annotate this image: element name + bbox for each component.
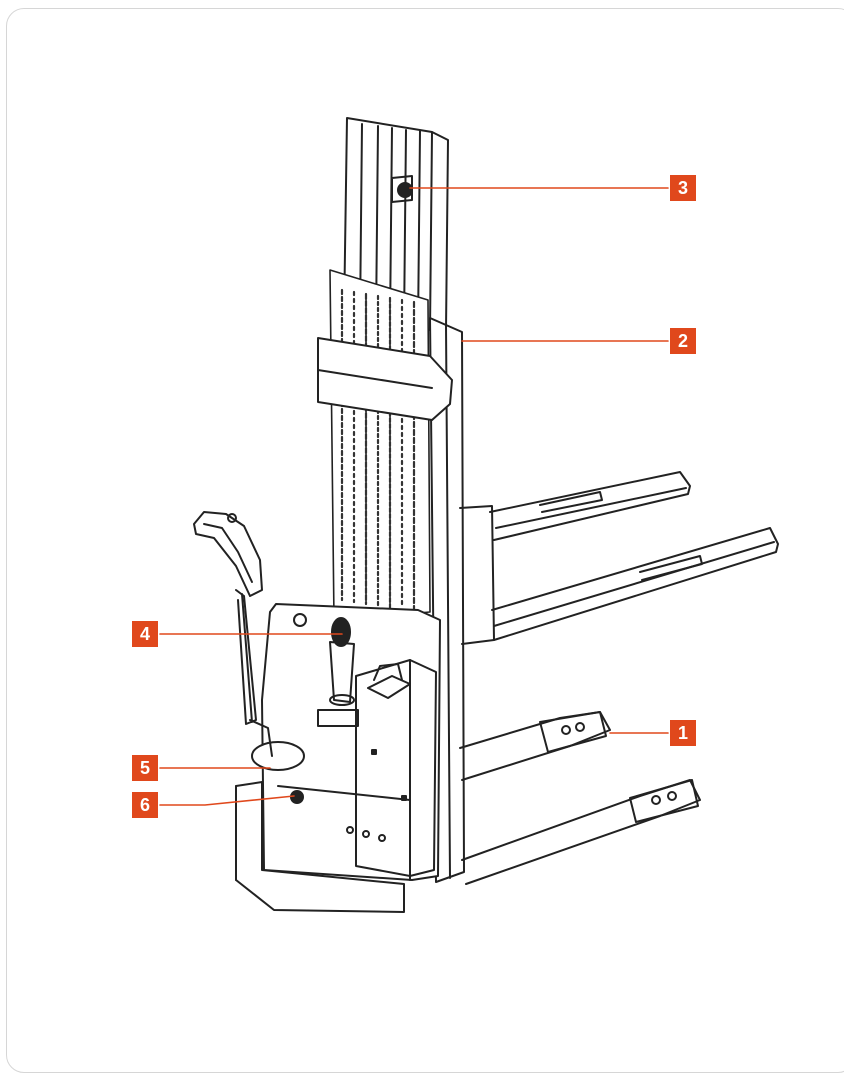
- leader-lines: [159, 187, 669, 806]
- callout-5: 5: [132, 755, 158, 781]
- callout-4: 4: [132, 621, 158, 647]
- callout-2: 2: [670, 328, 696, 354]
- callout-3: 3: [670, 175, 696, 201]
- base-legs: [459, 711, 701, 885]
- callout-1: 1: [670, 720, 696, 746]
- callout-6: 6: [132, 792, 158, 818]
- lift-chain: [329, 269, 431, 621]
- tiller-arm: [193, 511, 305, 771]
- chassis: [261, 603, 441, 881]
- forks: [459, 471, 779, 645]
- base-tray: [235, 781, 411, 913]
- leader-line-6: [159, 795, 295, 806]
- upper-mast: [343, 117, 449, 331]
